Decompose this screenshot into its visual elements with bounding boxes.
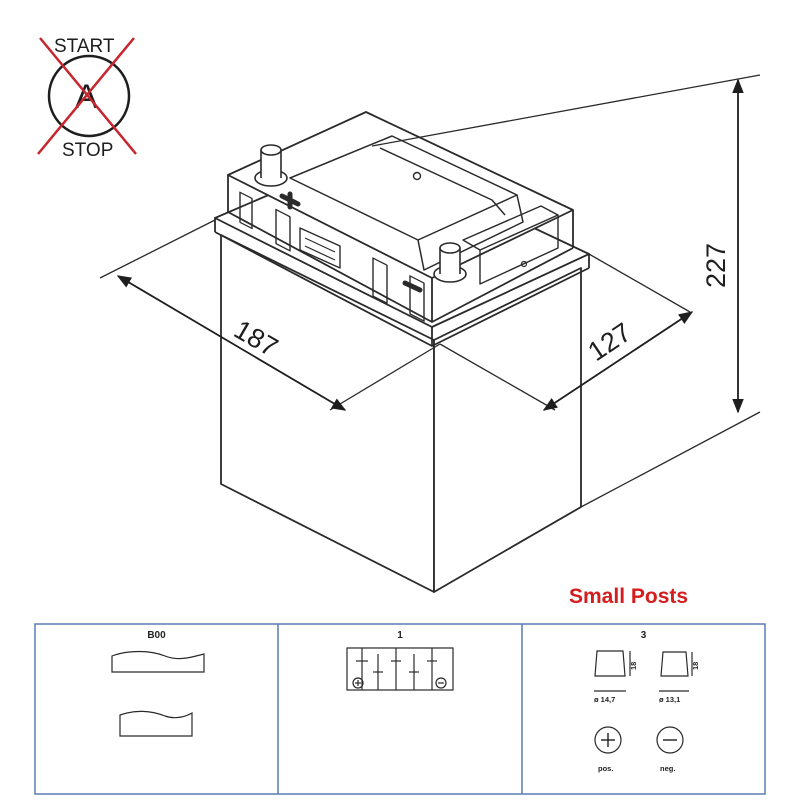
start-stop-logo: START STOP A bbox=[37, 36, 137, 161]
panel-post-type: 3 bbox=[522, 624, 765, 794]
panel-title-layout: 1 bbox=[397, 630, 403, 641]
panel-title-posts: 3 bbox=[640, 630, 647, 641]
hold-down-shapes bbox=[111, 650, 205, 737]
width-value: 127 bbox=[583, 317, 637, 367]
dimension-lines bbox=[99, 74, 761, 508]
neg-diameter: ø 13,1 bbox=[659, 695, 680, 704]
positive-terminal bbox=[254, 144, 301, 210]
height-value: 227 bbox=[701, 243, 731, 288]
post-size-diagram bbox=[594, 650, 693, 754]
width-dimension-arrow bbox=[542, 311, 694, 411]
terminal-layout-diagram bbox=[346, 647, 454, 691]
panel-title-b00: B00 bbox=[147, 630, 166, 641]
post-height-neg: 18 bbox=[691, 662, 700, 670]
logo-cross-line-2 bbox=[37, 37, 135, 155]
negative-terminal bbox=[402, 242, 467, 293]
post-height-pos: 18 bbox=[629, 662, 638, 670]
pos-diameter: ø 14,7 bbox=[594, 695, 615, 704]
panel-hold-down: B00 bbox=[35, 624, 278, 794]
neg-label: neg. bbox=[660, 764, 675, 773]
panel-terminal-layout: 1 bbox=[278, 624, 522, 794]
pos-label: pos. bbox=[598, 764, 613, 773]
logo-stop-text: STOP bbox=[62, 140, 113, 161]
spec-table bbox=[34, 623, 766, 795]
length-dimension-arrow bbox=[116, 275, 347, 411]
logo-start-text: START bbox=[54, 36, 115, 57]
small-posts-heading: Small Posts bbox=[569, 585, 689, 608]
logo-cross-line-1 bbox=[39, 37, 137, 155]
